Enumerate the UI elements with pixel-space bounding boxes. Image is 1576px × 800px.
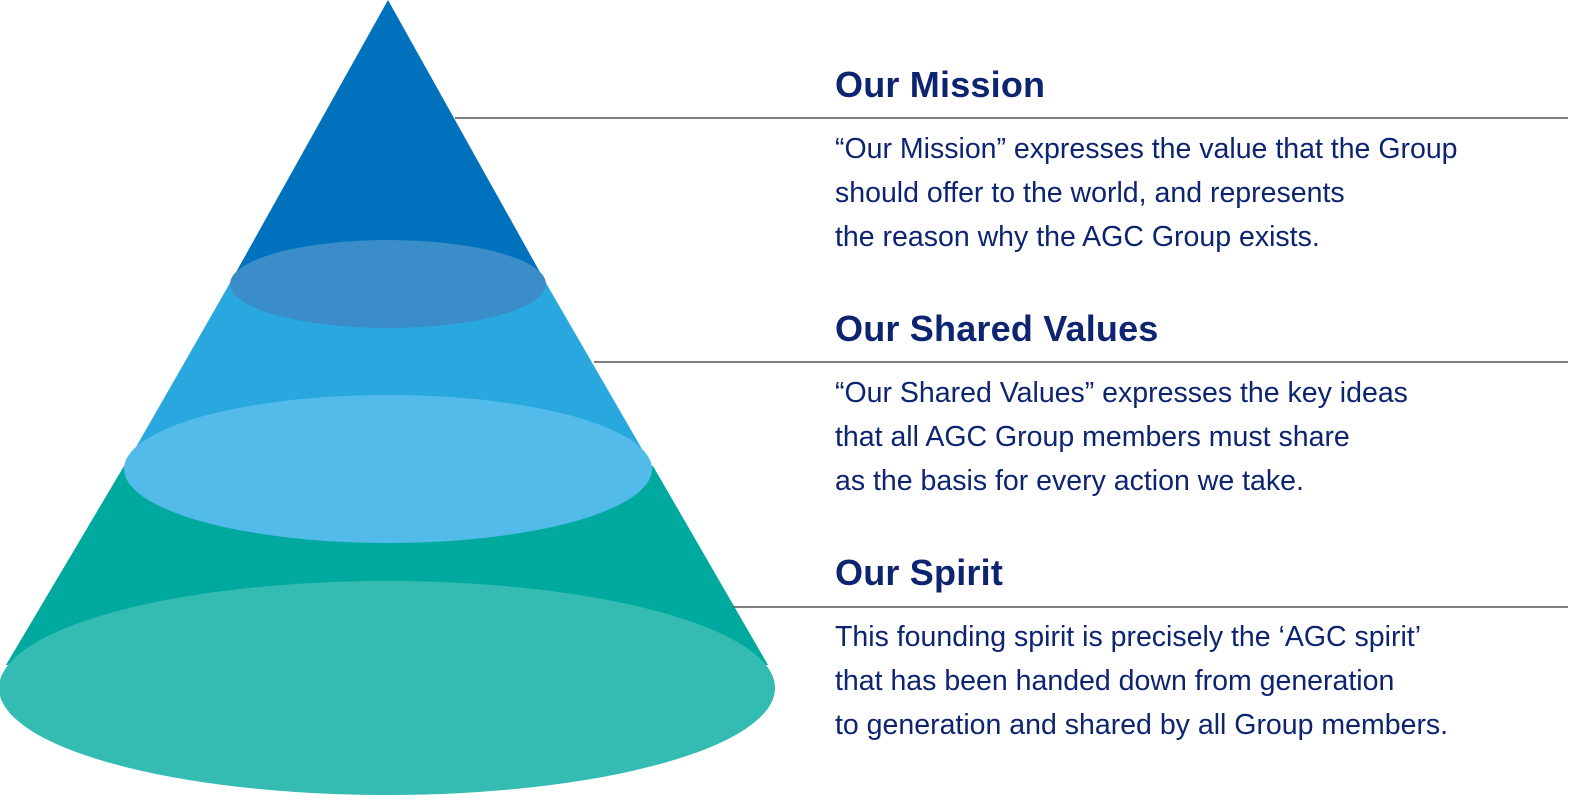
section-our-mission: Our Mission “Our Mission” expresses the …: [835, 63, 1570, 259]
tier-top-ellipse: [230, 240, 546, 328]
section-description: “Our Mission” expresses the value that t…: [835, 127, 1570, 259]
section-description: This founding spirit is precisely the ‘A…: [835, 615, 1570, 747]
description-line: This founding spirit is precisely the ‘A…: [835, 621, 1422, 653]
description-line: “Our Shared Values” expresses the key id…: [835, 377, 1408, 409]
tier-middle-ellipse: [124, 395, 652, 543]
tier-bottom-ellipse: [0, 581, 775, 795]
section-title: Our Spirit: [835, 552, 1004, 593]
tier-top-body: [230, 0, 546, 283]
description-line: “Our Mission” expresses the value that t…: [835, 133, 1458, 165]
description-line: that all AGC Group members must share: [835, 421, 1350, 453]
description-line: that has been handed down from generatio…: [835, 665, 1395, 697]
section-our-spirit: Our Spirit This founding spirit is preci…: [835, 551, 1570, 747]
section-description: “Our Shared Values” expresses the key id…: [835, 371, 1570, 503]
description-line: should offer to the world, and represent…: [835, 177, 1345, 209]
description-line: as the basis for every action we take.: [835, 465, 1304, 497]
section-title: Our Mission: [835, 64, 1046, 105]
description-line: the reason why the AGC Group exists.: [835, 221, 1320, 253]
section-our-shared-values: Our Shared Values “Our Shared Values” ex…: [835, 307, 1570, 503]
section-title: Our Shared Values: [835, 308, 1159, 349]
description-line: to generation and shared by all Group me…: [835, 709, 1449, 741]
